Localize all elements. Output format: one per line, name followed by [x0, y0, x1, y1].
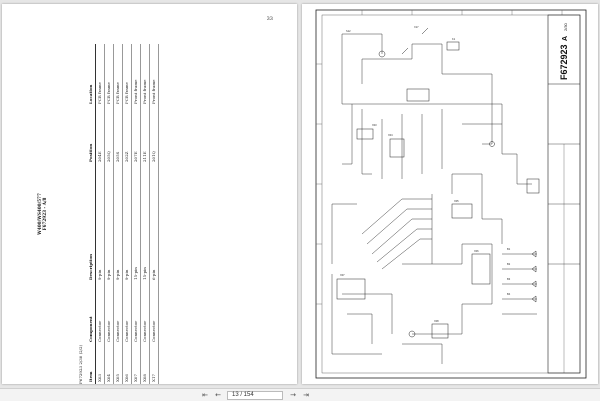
table-cell: 6-pin	[149, 164, 159, 282]
title-block: F672923 A 2/30	[547, 14, 581, 374]
last-page-icon[interactable]: ⇥	[303, 391, 309, 399]
wiring-lines	[331, 33, 537, 364]
wire-label-12: B3	[507, 277, 511, 281]
next-page-icon[interactable]: →	[290, 391, 296, 399]
table-cell: 204E	[95, 106, 105, 164]
table-cell: X17	[149, 344, 159, 384]
col-header: Description	[86, 164, 96, 282]
table-cell: X03	[95, 344, 105, 384]
right-page: F672923 A 2/30	[302, 4, 598, 384]
document-viewer: 33 W400/WS400/577 F672923 - A/8 F672923 …	[2, 4, 598, 384]
wire-labels: S12 X17 K1 X03 X04 X05 X06 X07 X08 B1 B2…	[340, 25, 511, 323]
table-cell: PCB frame	[122, 44, 132, 106]
page-number: 33	[266, 16, 273, 22]
table-subheading: F672923 2/30 (2/2)	[77, 344, 83, 384]
wire-label-1: S12	[346, 29, 351, 33]
col-header: Position	[86, 106, 96, 164]
prev-page-icon[interactable]: ←	[215, 391, 221, 399]
table-heading: W400/WS400/577 F672923 - A/8	[37, 44, 48, 384]
component-symbols	[336, 27, 540, 339]
col-header: Location	[86, 44, 96, 106]
table-cell: 201Q	[149, 106, 159, 164]
wire-label-7: X06	[474, 249, 479, 253]
wire-label-11: B2	[507, 262, 511, 266]
page-indicator-input[interactable]: 13 / 154	[227, 391, 283, 400]
wire-label-8: X07	[340, 273, 345, 277]
table-cell: 9-pin	[104, 164, 114, 282]
table-cell: X07	[131, 344, 141, 384]
table-cell: X08	[140, 344, 150, 384]
table-header-row: Item Component Description Position Loca…	[86, 44, 96, 384]
component-table: Item Component Description Position Loca…	[86, 44, 159, 384]
table-cell: X04	[104, 344, 114, 384]
first-page-icon[interactable]: ⇤	[202, 391, 208, 399]
table-cell: 15-pin	[140, 164, 150, 282]
wiring-schematic: F672923 A 2/30	[315, 9, 587, 379]
wire-label-6: X05	[454, 199, 459, 203]
sheet-number: 2/30	[563, 22, 568, 31]
table-cell: PCB frame	[95, 44, 105, 106]
wire-label-13: B4	[507, 292, 511, 296]
table-cell: Connector	[95, 282, 105, 344]
table-cell: Front frame	[149, 44, 159, 106]
table-cell: Front frame	[131, 44, 141, 106]
wire-label-10: B1	[507, 247, 511, 251]
table-cell: X05	[113, 344, 123, 384]
col-header: Item	[86, 344, 96, 384]
drawing-border	[315, 9, 587, 379]
table-cell: 9-pin	[113, 164, 123, 282]
table-cell: 205Q	[104, 106, 114, 164]
left-page: 33 W400/WS400/577 F672923 - A/8 F672923 …	[2, 4, 297, 384]
table-cell: PCB frame	[104, 44, 114, 106]
table-cell: Connector	[149, 282, 159, 344]
table-cell: X06	[122, 344, 132, 384]
grid-ticks	[316, 10, 563, 305]
table-cell: Connector	[113, 282, 123, 344]
table-cell: 211E	[140, 106, 150, 164]
table-cell: 202Z	[122, 106, 132, 164]
heading-line-2: F672923 - A/8	[42, 197, 48, 231]
wire-label-2: X17	[414, 25, 419, 29]
table-cell: 207E	[131, 106, 141, 164]
table-cell: Connector	[140, 282, 150, 344]
drawing-number: F672923	[559, 44, 569, 80]
table-cell: 9-pin	[95, 164, 105, 282]
table-cell: 9-pin	[122, 164, 132, 282]
wire-label-9: X08	[434, 319, 439, 323]
drawing-inner-border	[321, 14, 581, 374]
wire-label-4: X03	[372, 123, 377, 127]
viewer-toolbar: ⇤ ← 13 / 154 → ⇥	[0, 388, 600, 401]
component-table-block: W400/WS400/577 F672923 - A/8 F672923 2/3…	[37, 44, 267, 384]
wire-label-5: X04	[388, 133, 393, 137]
table-cell: PCB frame	[113, 44, 123, 106]
table-cell: 15-pin	[131, 164, 141, 282]
table-cell: 205S	[113, 106, 123, 164]
table-cell: Front frame	[140, 44, 150, 106]
table-cell: Connector	[104, 282, 114, 344]
revision-letter: A	[562, 36, 569, 41]
wire-label-3: K1	[452, 37, 456, 41]
col-header: Component	[86, 282, 96, 344]
table-cell: Connector	[131, 282, 141, 344]
table-cell: Connector	[122, 282, 132, 344]
